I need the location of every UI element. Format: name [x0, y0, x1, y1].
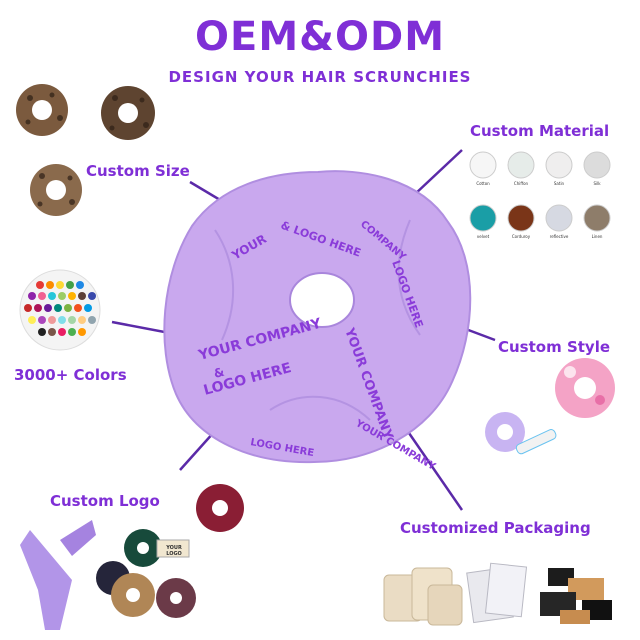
svg-text:&: & [212, 365, 226, 381]
material-label: Linen [591, 234, 603, 239]
label-custom-logo: Custom Logo [50, 492, 160, 510]
label-custom-size: Custom Size [86, 162, 190, 180]
material-label: reflective [549, 234, 569, 239]
label-custom-material: Custom Material [470, 122, 610, 140]
logo-tag-text: YOUR LOGO [166, 545, 182, 557]
leopard-scrunchie-group [16, 84, 155, 216]
material-label: Cotton [476, 181, 490, 186]
packaging-items [383, 562, 612, 626]
label-colors: 3000+ Colors [14, 366, 127, 384]
label-custom-style: Custom Style [498, 338, 611, 356]
material-label: Silk [593, 181, 601, 186]
material-label: Chiffon [513, 181, 529, 186]
material-label: velvet [476, 234, 490, 239]
page-title: OEM&ODM [194, 14, 446, 60]
page-subtitle: DESIGN YOUR HAIR SCRUNCHIES [168, 68, 472, 86]
style-items [485, 358, 615, 455]
color-palette [19, 269, 101, 351]
logo-items [20, 484, 244, 630]
connector-packaging [398, 419, 464, 511]
material-label: Corduroy [511, 234, 531, 239]
label-customized-packaging: Customized Packaging [400, 519, 591, 537]
main-scrunchie: YOUR COMPANY & LOGO HERE YOUR COMPANY LO… [163, 170, 472, 473]
material-label: Satin [553, 181, 565, 186]
material-swatches [469, 151, 611, 232]
